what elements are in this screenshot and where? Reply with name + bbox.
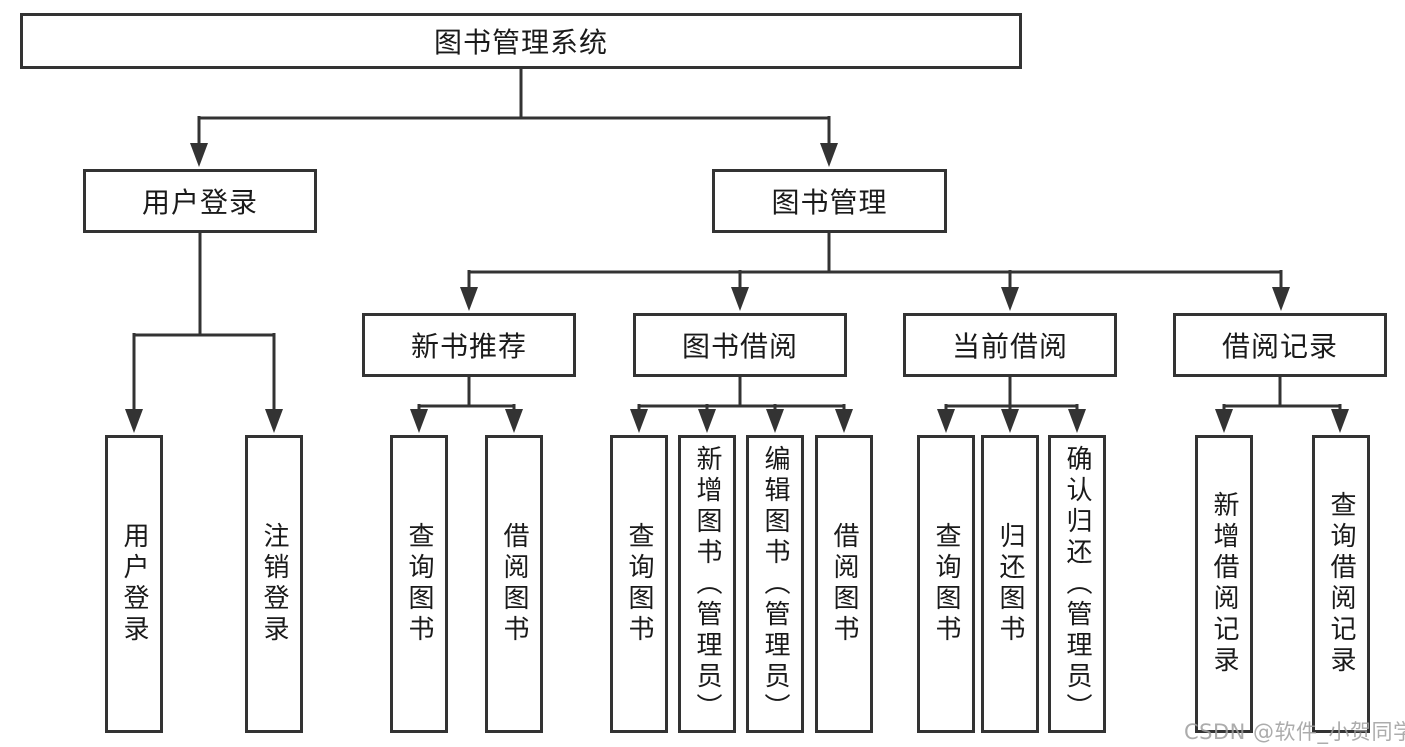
arrow-down-icon	[1068, 409, 1086, 433]
leaf-confirm-return-admin: 确认归还（管理员）	[1048, 435, 1106, 733]
leaf-query-books-borrowing: 查询图书	[610, 435, 668, 733]
leaf-query-books-recommend: 查询图书	[390, 435, 448, 733]
node-user-login-group: 用户登录	[83, 169, 317, 233]
connector-lines	[132, 69, 1342, 411]
leaf-borrow-books-borrowing: 借阅图书	[815, 435, 873, 733]
node-new-book-recommendation: 新书推荐	[362, 313, 576, 377]
arrow-down-icon	[125, 409, 143, 433]
leaf-edit-book-admin: 编辑图书（管理员）	[746, 435, 804, 733]
arrow-down-icon	[265, 409, 283, 433]
leaf-borrow-books-recommend: 借阅图书	[485, 435, 543, 733]
node-book-borrowing: 图书借阅	[633, 313, 847, 377]
leaf-user-login: 用户登录	[105, 435, 163, 733]
arrow-down-icon	[1272, 287, 1290, 311]
node-library-management-system: 图书管理系统	[20, 13, 1022, 69]
arrow-down-icon	[1001, 287, 1019, 311]
arrow-down-icon	[937, 409, 955, 433]
watermark-text: CSDN @软件_小贺同学	[1184, 720, 1405, 744]
arrow-down-icon	[820, 143, 838, 167]
node-current-borrowing: 当前借阅	[903, 313, 1117, 377]
arrow-down-icon	[505, 409, 523, 433]
arrow-down-icon	[410, 409, 428, 433]
arrow-down-icon	[766, 409, 784, 433]
node-borrowing-records: 借阅记录	[1173, 313, 1387, 377]
leaf-query-borrow-record: 查询借阅记录	[1312, 435, 1370, 733]
arrow-down-icon	[731, 287, 749, 311]
arrow-down-icon	[1331, 409, 1349, 433]
leaf-add-book-admin: 新增图书（管理员）	[678, 435, 736, 733]
node-book-management: 图书管理	[712, 169, 947, 233]
arrow-down-icon	[1215, 409, 1233, 433]
connector-arrowheads	[125, 143, 1349, 433]
arrow-down-icon	[460, 287, 478, 311]
arrow-down-icon	[630, 409, 648, 433]
leaf-return-books: 归还图书	[981, 435, 1039, 733]
leaf-logout: 注销登录	[245, 435, 303, 733]
arrow-down-icon	[698, 409, 716, 433]
arrow-down-icon	[1001, 409, 1019, 433]
arrow-down-icon	[835, 409, 853, 433]
leaf-add-borrow-record: 新增借阅记录	[1195, 435, 1253, 733]
leaf-query-books-current: 查询图书	[917, 435, 975, 733]
arrow-down-icon	[190, 143, 208, 167]
